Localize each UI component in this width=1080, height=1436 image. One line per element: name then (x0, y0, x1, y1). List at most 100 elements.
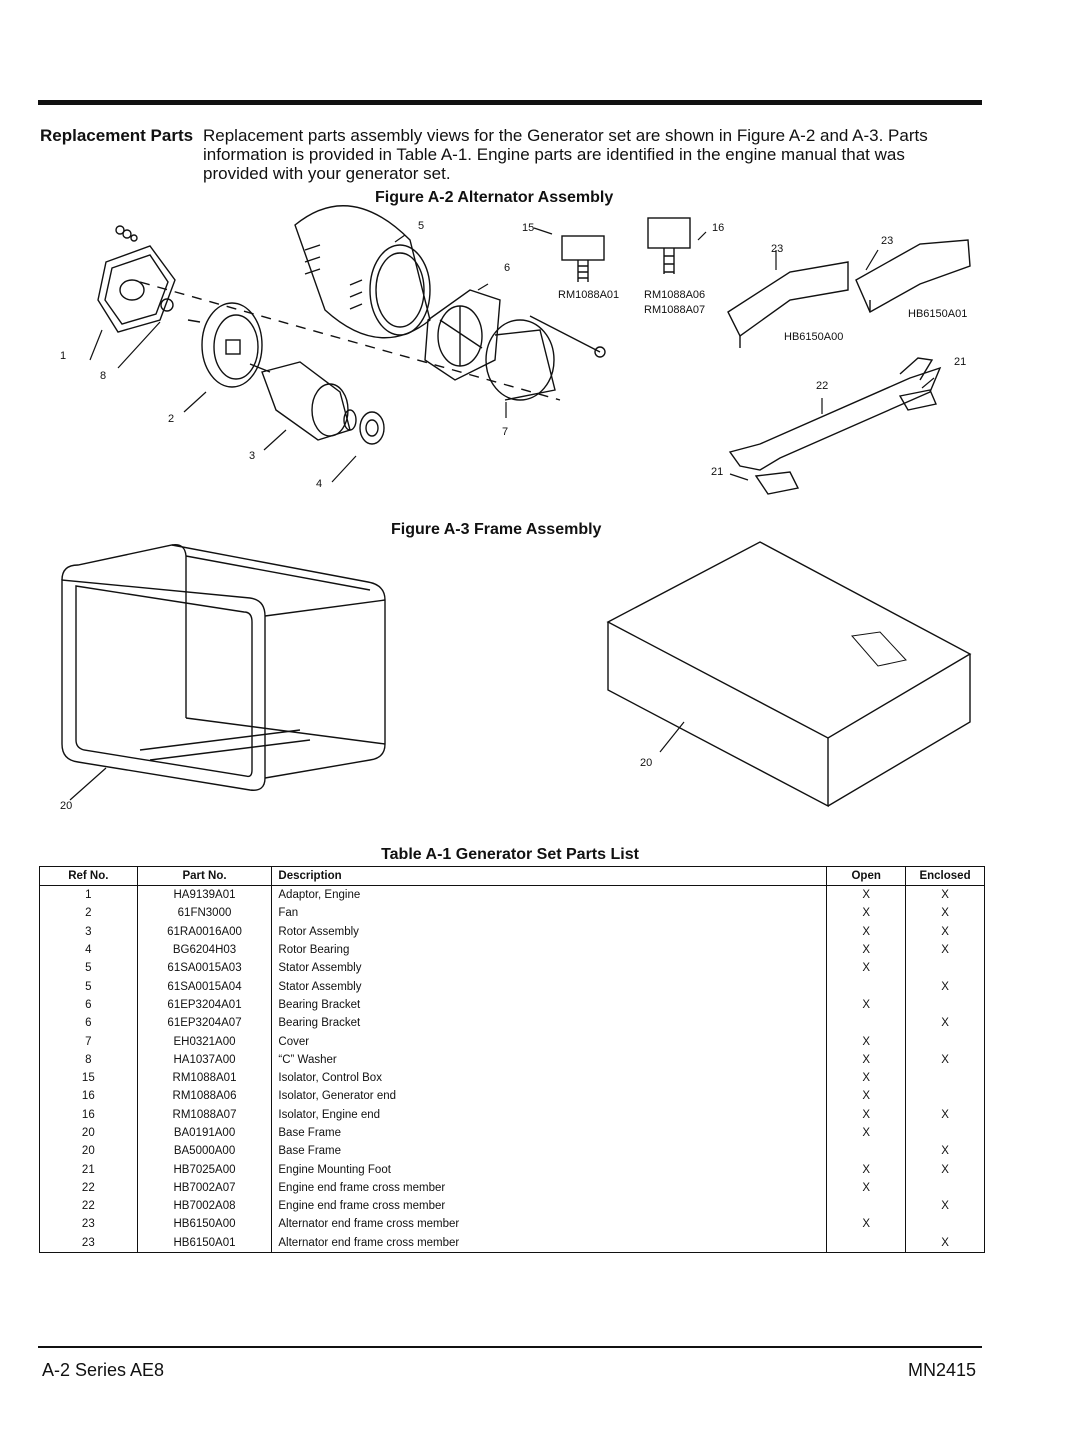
cell-description: Engine end frame cross member (271, 1178, 828, 1198)
part-label-rm1088a06: RM1088A06 (644, 289, 705, 301)
cell-open-mark: X (826, 1123, 907, 1143)
cell-part-no: HB7025A00 (136, 1160, 273, 1179)
cell-open-mark: X (826, 1087, 907, 1106)
stator-drawing (294, 205, 431, 339)
cell-description: Cover (271, 1032, 828, 1051)
cell-ref-no: 20 (39, 1123, 138, 1143)
cell-enclosed-mark: X (905, 1142, 985, 1161)
cell-description: Isolator, Generator end (271, 1087, 828, 1106)
bearing-bracket-drawing (424, 289, 501, 381)
cell-enclosed-mark: X (905, 1105, 985, 1124)
cell-part-no: RM1088A06 (136, 1087, 273, 1106)
cell-part-no: 61FN3000 (136, 904, 273, 923)
cell-ref-no: 22 (39, 1178, 138, 1198)
cell-open-mark (826, 1197, 907, 1216)
cell-part-no: EH0321A00 (136, 1032, 273, 1051)
rotor-bearing-drawing (359, 411, 385, 445)
enclosed-base-frame-drawing (606, 541, 972, 808)
cell-enclosed-mark (905, 1178, 985, 1198)
mounting-foot-drawing (754, 389, 937, 495)
cell-enclosed-mark: X (905, 1160, 985, 1179)
callout-3: 3 (249, 450, 255, 462)
cell-open-mark (826, 977, 907, 996)
cell-ref-no: 22 (39, 1197, 138, 1216)
cell-enclosed-mark: X (905, 1233, 985, 1253)
top-rule (38, 100, 982, 105)
cell-description: Fan (271, 904, 828, 923)
cell-description: Isolator, Control Box (271, 1068, 828, 1088)
cell-part-no: BA5000A00 (136, 1142, 273, 1161)
assembly-illustrations: 5 6 15 16 23 23 21 22 21 1 8 2 3 4 7 RM1… (60, 205, 972, 812)
callout-15: 15 (522, 222, 534, 234)
header-part-no: Part No. (136, 866, 273, 886)
cell-enclosed-mark (905, 1032, 985, 1051)
cell-open-mark: X (826, 1215, 907, 1234)
cell-open-mark: X (826, 1032, 907, 1051)
section-heading: Replacement Parts (40, 126, 194, 145)
figure-a3-title: Figure A-3 Frame Assembly (391, 521, 602, 538)
fan-drawing (187, 302, 263, 388)
cell-enclosed-mark: X (905, 1014, 985, 1033)
cell-part-no: HB6150A01 (136, 1233, 273, 1253)
cell-enclosed-mark (905, 959, 985, 978)
cell-open-mark: X (826, 922, 907, 941)
cell-open-mark: X (826, 1050, 907, 1069)
cell-part-no: 61RA0016A00 (136, 922, 273, 941)
cell-open-mark: X (826, 959, 907, 978)
engine-adaptor-drawing (97, 225, 176, 333)
callout-21a: 21 (954, 356, 966, 368)
callout-6: 6 (504, 262, 510, 274)
part-label-rm1088a01: RM1088A01 (558, 289, 619, 301)
part-label-hb6150a01: HB6150A01 (908, 308, 967, 320)
cell-part-no: 61SA0015A03 (136, 959, 273, 978)
callout-1: 1 (60, 350, 66, 362)
cell-ref-no: 8 (39, 1050, 138, 1069)
cell-description: Adaptor, Engine (271, 885, 828, 905)
cell-open-mark: X (826, 1105, 907, 1124)
header-description: Description (271, 866, 828, 886)
cell-description: Alternator end frame cross member (271, 1215, 828, 1234)
table-title: Table A-1 Generator Set Parts List (381, 846, 639, 863)
parts-table: Ref No. Part No. Description Open Enclos… (39, 866, 985, 1253)
cover-drawing (485, 319, 556, 401)
callout-8: 8 (100, 370, 106, 382)
cell-part-no: 61EP3204A01 (136, 995, 273, 1015)
cell-ref-no: 6 (39, 1014, 138, 1033)
cell-ref-no: 21 (39, 1160, 138, 1179)
cell-description: Alternator end frame cross member (271, 1233, 828, 1253)
footer-right: MN2415 (907, 1360, 976, 1380)
cell-open-mark: X (826, 885, 907, 905)
cell-ref-no: 6 (39, 995, 138, 1015)
cell-enclosed-mark (905, 1123, 985, 1143)
callout-16: 16 (712, 222, 724, 234)
open-base-frame-drawing (61, 544, 386, 791)
callout-21b: 21 (711, 466, 723, 478)
cell-open-mark: X (826, 904, 907, 923)
cell-part-no: BA0191A00 (136, 1123, 273, 1143)
cross-member-23a-drawing (727, 261, 849, 348)
callout-20b: 20 (60, 800, 72, 812)
cell-part-no: HB7002A08 (136, 1197, 273, 1216)
cell-enclosed-mark (905, 995, 985, 1015)
cell-part-no: HB7002A07 (136, 1178, 273, 1198)
cell-ref-no: 16 (39, 1087, 138, 1106)
cell-description: Base Frame (271, 1142, 828, 1161)
cell-description: Base Frame (271, 1123, 828, 1143)
cell-enclosed-mark (905, 1087, 985, 1106)
cell-description: Bearing Bracket (271, 1014, 828, 1033)
cell-ref-no: 20 (39, 1142, 138, 1161)
cell-part-no: BG6204H03 (136, 940, 273, 960)
